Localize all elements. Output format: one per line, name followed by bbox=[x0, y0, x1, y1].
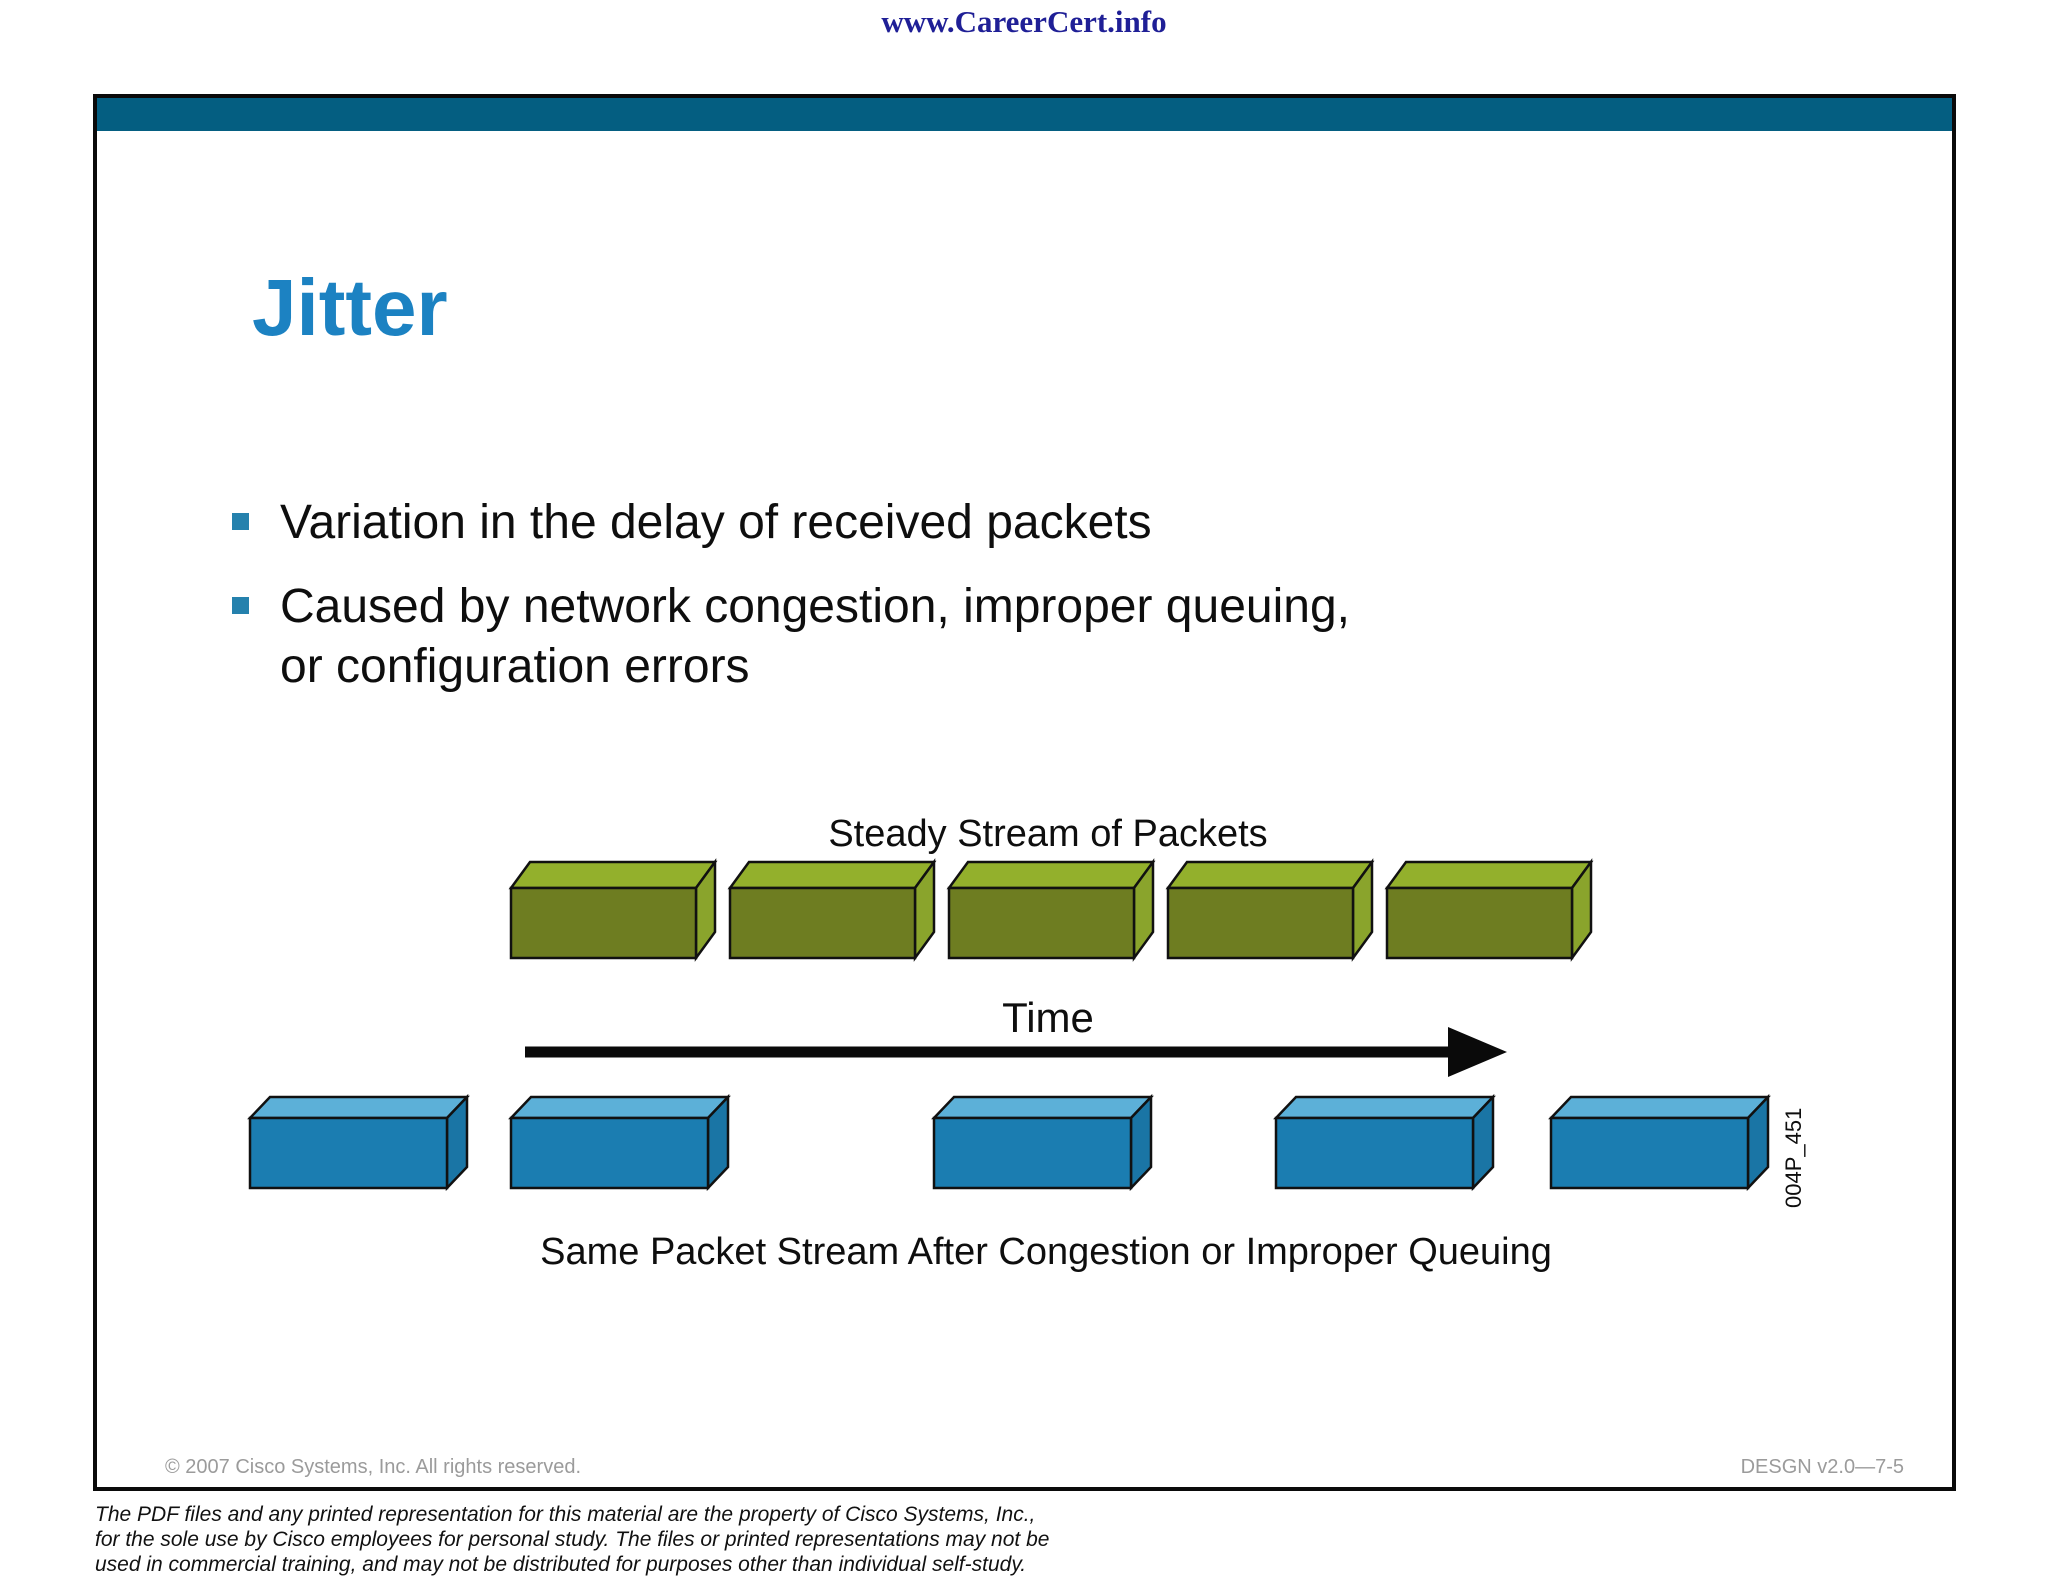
slide-header-bar bbox=[97, 98, 1952, 131]
bullet-line: Variation in the delay of received packe… bbox=[280, 496, 1152, 549]
bullet-text: Caused by network congestion, improper q… bbox=[280, 577, 1350, 697]
disclaimer-line: The PDF files and any printed representa… bbox=[95, 1503, 1036, 1526]
bullet-list: Variation in the delay of received packe… bbox=[232, 493, 1522, 721]
copyright-text: © 2007 Cisco Systems, Inc. All rights re… bbox=[165, 1456, 582, 1478]
slide-title: Jitter bbox=[252, 263, 448, 352]
bullet-line: or configuration errors bbox=[280, 640, 750, 693]
careercert-link[interactable]: www.CareerCert.info bbox=[881, 4, 1167, 39]
slide-number: DESGN v2.0—7-5 bbox=[1740, 1456, 1904, 1478]
slide: Jitter Variation in the delay of receive… bbox=[93, 94, 1956, 1491]
disclaimer-line: used in commercial training, and may not… bbox=[95, 1553, 1027, 1576]
disclaimer-line: for the sole use by Cisco employees for … bbox=[95, 1528, 1050, 1551]
bullet-item: Caused by network congestion, improper q… bbox=[232, 577, 1522, 697]
bullet-line: Caused by network congestion, improper q… bbox=[280, 580, 1350, 633]
bullet-square-icon bbox=[232, 513, 249, 530]
disclaimer: The PDF files and any printed representa… bbox=[95, 1502, 1049, 1577]
bullet-text: Variation in the delay of received packe… bbox=[280, 493, 1152, 553]
bullet-square-icon bbox=[232, 597, 249, 614]
bullet-item: Variation in the delay of received packe… bbox=[232, 493, 1522, 553]
